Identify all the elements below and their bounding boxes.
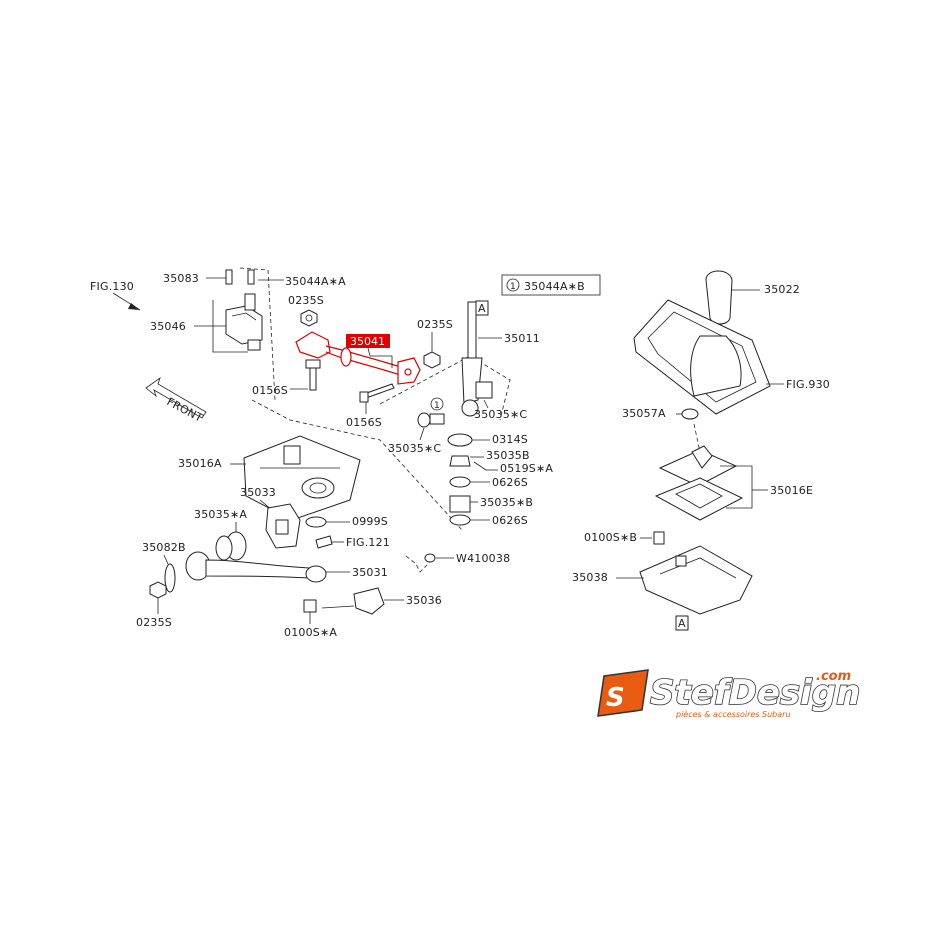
part-35035c-left-label[interactable]: 35035∗C <box>388 442 441 455</box>
ring-0626s-top <box>449 476 471 488</box>
boot-plates-35016e <box>654 445 744 521</box>
ref-a-box-bracket <box>675 615 689 631</box>
seal-35057a <box>681 408 699 420</box>
part-35016e-label[interactable]: 35016E <box>770 484 813 497</box>
part-35033-label[interactable]: 35033 <box>240 486 276 499</box>
pin-0519s <box>473 461 487 471</box>
part-w410038-label[interactable]: W410038 <box>456 552 510 565</box>
mechanism-35033 <box>265 503 301 549</box>
part-0519s-label[interactable]: 0519S∗A <box>500 462 553 475</box>
note-marker <box>430 397 444 411</box>
part-35016a-label[interactable]: 35016A <box>178 457 222 470</box>
ref-a-box-lever <box>475 300 489 316</box>
logo-badge-glyph: S <box>606 683 625 713</box>
nut-0235s-mid <box>423 351 441 369</box>
logo-wordmark: StefDesign <box>650 673 860 713</box>
part-0235s-top-label[interactable]: 0235S <box>288 294 324 307</box>
bolt-0156s-left <box>305 359 321 391</box>
shift-knob-35022 <box>705 270 733 325</box>
bracket-35046-drawing <box>225 267 276 401</box>
part-0999s-label[interactable]: 0999S <box>352 515 388 528</box>
part-35035-b-label[interactable]: 35035∗B <box>480 496 533 509</box>
part-0626s-top-label[interactable]: 0626S <box>492 476 528 489</box>
ring-0999s <box>305 516 327 528</box>
bushing-35035-b <box>449 495 471 513</box>
part-35046-label[interactable]: 35046 <box>150 320 186 333</box>
part-35035b-label[interactable]: 35035B <box>486 449 530 462</box>
bracket-35036 <box>353 587 385 615</box>
part-0235s-mid-label[interactable]: 0235S <box>417 318 453 331</box>
housing-35016a <box>243 435 361 521</box>
bolt-0156s-mid <box>359 383 395 403</box>
seat-35035b <box>449 455 471 467</box>
part-35083-label[interactable]: 35083 <box>163 272 199 285</box>
bushing-35035a <box>215 531 247 561</box>
part-0100sa-label[interactable]: 0100S∗A <box>284 626 337 639</box>
part-35011-label[interactable]: 35011 <box>504 332 540 345</box>
bracket-35038 <box>639 545 753 615</box>
note-marker-number: 1 <box>434 401 440 411</box>
nut-0235s-top <box>300 309 318 327</box>
part-35035a-label[interactable]: 35035∗A <box>194 508 247 521</box>
part-0156s-left-label[interactable]: 0156S <box>252 384 288 397</box>
stefdesign-logo[interactable]: S StefDesign .com pièces & accessoires S… <box>597 669 861 719</box>
part-0156s-mid-label[interactable]: 0156S <box>346 416 382 429</box>
ring-0626s-bot <box>449 514 471 526</box>
logo-tagline: pièces & accessoires Subaru <box>675 709 791 719</box>
ref-a-bracket-label: A <box>678 617 686 630</box>
part-0235s-bot-label[interactable]: 0235S <box>136 616 172 629</box>
part-35022-label[interactable]: 35022 <box>764 283 800 296</box>
part-35031-label[interactable]: 35031 <box>352 566 388 579</box>
note-box: 1 35044A∗B <box>501 274 601 296</box>
part-0100sb-label[interactable]: 0100S∗B <box>584 531 637 544</box>
logo-badge-icon <box>597 669 649 717</box>
part-35057a-label[interactable]: 35057A <box>622 407 666 420</box>
logo-domain: .com <box>816 669 851 684</box>
clip-w410038 <box>424 553 436 563</box>
part-35041-label[interactable]: 35041 <box>350 335 385 348</box>
arrow-icon <box>128 303 140 310</box>
part-35044a-label[interactable]: 35044A∗A <box>285 275 346 288</box>
fig121-label[interactable]: FIG.121 <box>346 536 390 549</box>
part-35035c-right-label[interactable]: 35035∗C <box>474 408 527 421</box>
part-35082b-label[interactable]: 35082B <box>142 541 186 554</box>
console-trim <box>633 299 771 415</box>
part-0626s-bot-label[interactable]: 0626S <box>492 514 528 527</box>
part-35038-label[interactable]: 35038 <box>572 571 608 584</box>
front-arrow: FRONT <box>145 376 207 425</box>
nut-0235s-bot <box>149 581 167 599</box>
ring-0314s <box>447 433 473 447</box>
part-35036-label[interactable]: 35036 <box>406 594 442 607</box>
part-35041-highlight <box>346 334 390 348</box>
note-number: 1 <box>510 282 516 292</box>
bolt-fig121 <box>315 535 333 549</box>
fig130-label[interactable]: FIG.130 <box>90 280 134 293</box>
ref-a-lever-label: A <box>478 302 486 315</box>
shift-lever-35011 <box>461 301 493 417</box>
fig930-label[interactable]: FIG.930 <box>786 378 830 391</box>
washer-35082b <box>164 563 176 593</box>
rod-35041-highlighted[interactable] <box>295 331 421 385</box>
bolt-0100sa <box>303 599 317 613</box>
bolt-0100sb <box>653 531 665 545</box>
arm-35031 <box>185 551 327 583</box>
note-text: 35044A∗B <box>524 280 585 293</box>
bushing-35035c <box>417 412 445 428</box>
part-0314s-label[interactable]: 0314S <box>492 433 528 446</box>
